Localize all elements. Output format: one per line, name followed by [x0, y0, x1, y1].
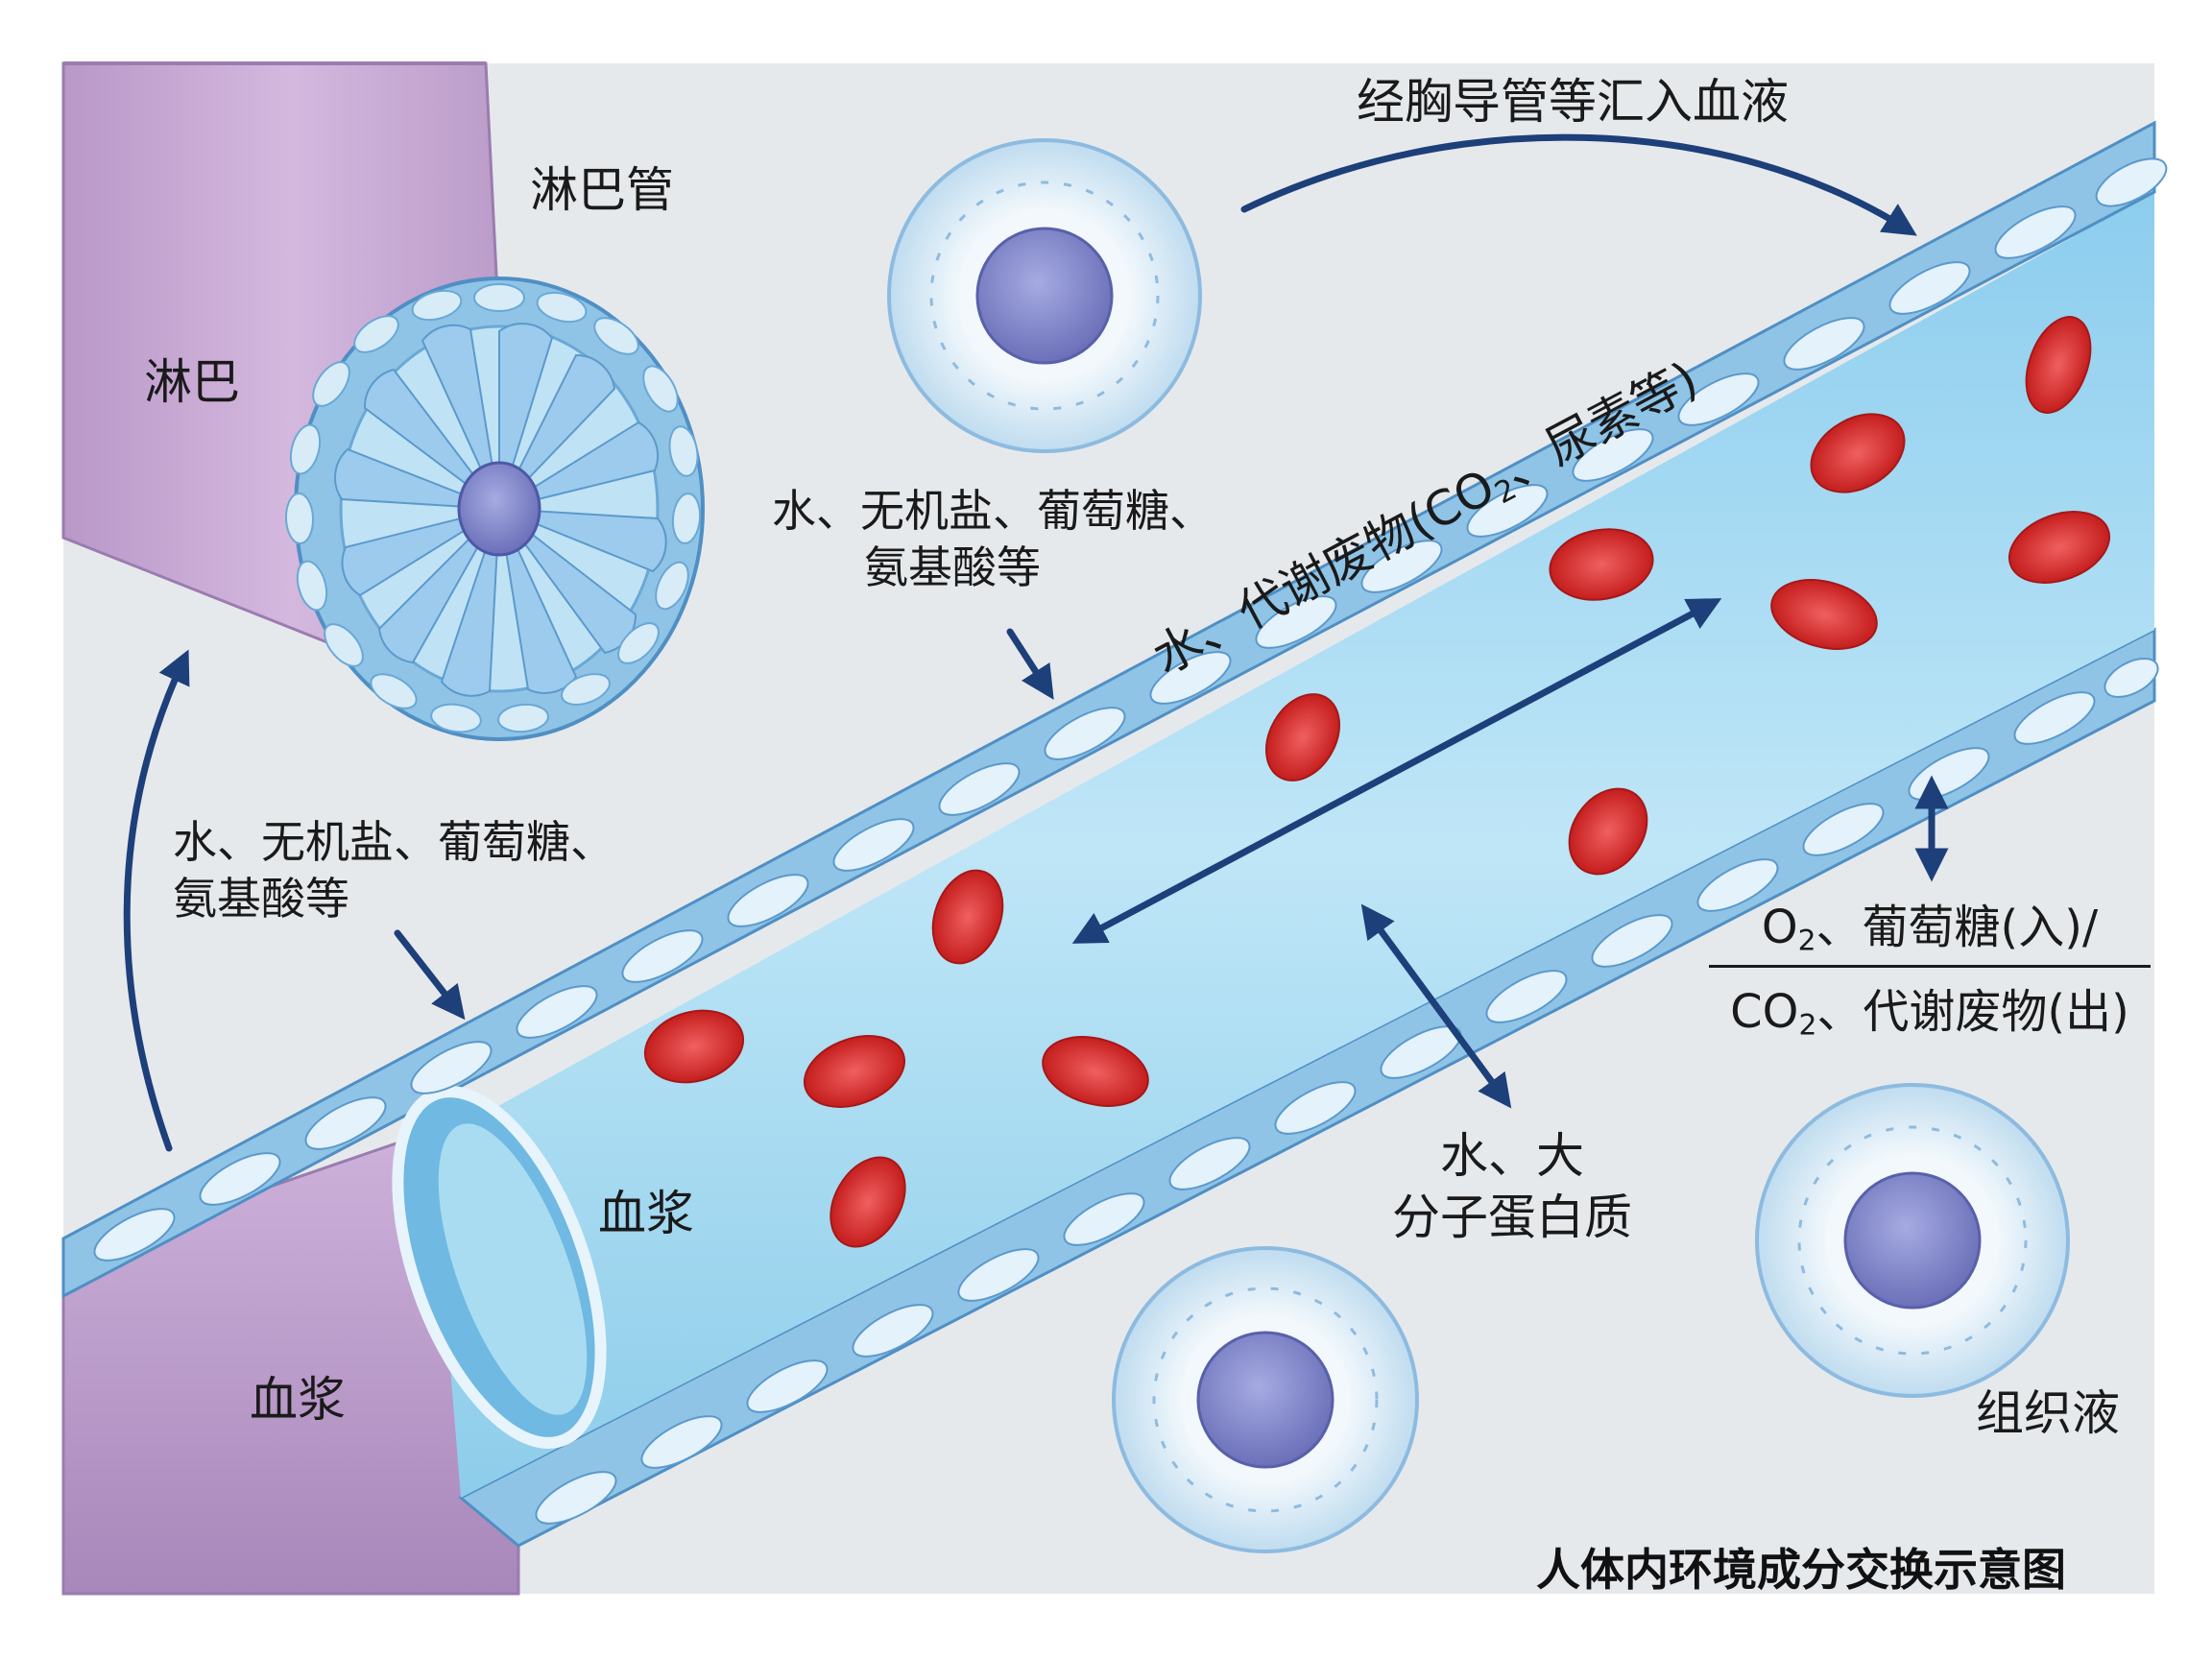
label-part: 、代谢废物(出) [1816, 985, 2129, 1040]
label-lymph: 淋巴 [144, 354, 240, 410]
label-return-to-blood: 经胸导管等汇入血液 [1357, 74, 1789, 130]
gas-exchange-in: O2、葡萄糖(入)/ [1709, 889, 2151, 963]
label-lymph-vessel: 淋巴管 [530, 162, 674, 218]
label-line: 氨基酸等 [173, 872, 349, 925]
label-line: 氨基酸等 [864, 541, 1041, 593]
label-plasma-inside: 血浆 [598, 1186, 694, 1241]
red-blood-cell [830, 1156, 906, 1248]
arrows [123, 133, 1949, 1152]
red-blood-cell [2008, 511, 2111, 584]
label-part: 、葡萄糖(入)/ [1815, 901, 2099, 954]
tissue-cell [1112, 1246, 1419, 1553]
label-protein: 水、大 分子蛋白质 [1392, 1125, 1632, 1248]
label-substances-left: 水、无机盐、葡萄糖、 氨基酸等 [173, 814, 614, 927]
arrow-to-lymph [123, 649, 190, 1152]
label-part: CO [1730, 985, 1799, 1040]
red-blood-cell [1770, 579, 1878, 650]
lymph-vessel [61, 61, 705, 741]
tissue-cell [1755, 1083, 2070, 1398]
label-gas-exchange: O2、葡萄糖(入)/ CO2、代谢废物(出) [1709, 889, 2151, 1043]
lymph-vessel-cross-section [284, 276, 705, 741]
label-line: 水、大 [1440, 1128, 1584, 1184]
fraction-bar [1709, 965, 2151, 969]
arrow-return-to-blood [1240, 133, 1917, 236]
red-blood-cell [803, 1035, 906, 1108]
red-blood-cell [1042, 1036, 1149, 1107]
label-subscript: 2 [1798, 1008, 1817, 1043]
diagram-caption: 人体内环境成分交换示意图 [1536, 1544, 2066, 1596]
red-blood-cell [2025, 316, 2092, 414]
red-blood-cell [643, 1009, 745, 1084]
arrow-substances-left [394, 929, 466, 1021]
label-line: 水、无机盐、葡萄糖、 [772, 485, 1214, 537]
label-line: 水、无机盐、葡萄糖、 [173, 816, 614, 868]
arrow-waste-exchange [1071, 598, 1722, 944]
label-part: O [1761, 901, 1798, 954]
label-subscript: 2 [1797, 924, 1816, 958]
label-line: 分子蛋白质 [1392, 1190, 1632, 1245]
red-blood-cell [1810, 413, 1906, 493]
arrow-protein-exchange [1360, 903, 1512, 1109]
label-substances-right: 水、无机盐、葡萄糖、 氨基酸等 [772, 483, 1214, 596]
label-tissue-fluid: 组织液 [1976, 1385, 2120, 1441]
arrow-substances-right [1006, 628, 1054, 700]
gas-exchange-out: CO2、代谢废物(出) [1709, 974, 2151, 1042]
red-blood-cell [931, 869, 1004, 965]
label-plasma-outside: 血浆 [250, 1372, 346, 1428]
tissue-cell [887, 138, 1202, 453]
